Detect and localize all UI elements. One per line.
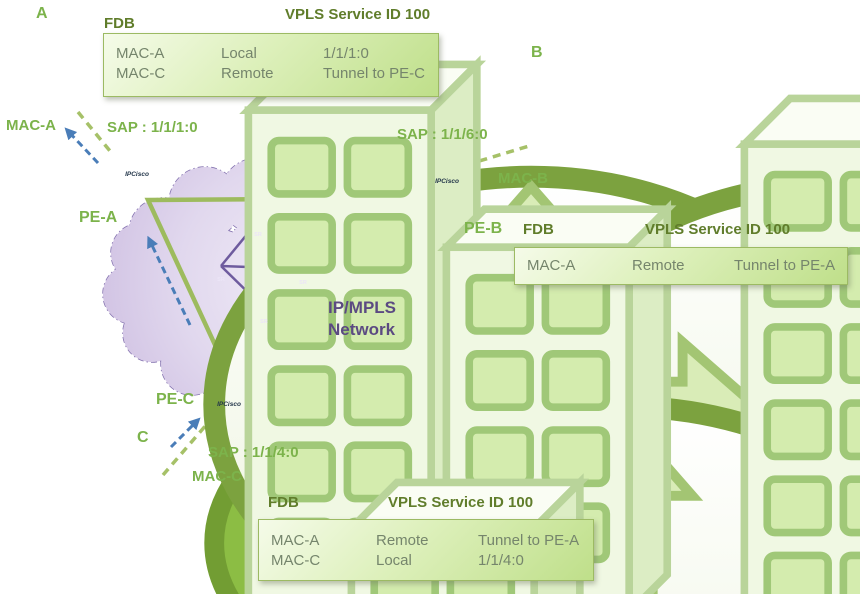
site-b-label: B (531, 44, 543, 61)
fdb-dest: 1/1/1:0 (323, 45, 369, 62)
fdb-b-title: VPLS Service ID 100 (645, 221, 791, 238)
pe-a-label: PE-A (79, 209, 118, 226)
core-router-top-label: SR (254, 232, 262, 238)
core-router-right-label: SR (299, 280, 307, 286)
fdb-type: Local (221, 45, 257, 62)
fdb-a-label: FDB (104, 15, 135, 32)
fdb-mac: MAC-C (116, 65, 166, 82)
pe-b-brand-label: IPCisco (435, 178, 459, 185)
sap-c-label: SAP : 1/1/4:0 (208, 444, 299, 461)
fdb-c-label: FDB (268, 494, 299, 511)
fdb-a-title: VPLS Service ID 100 (285, 6, 431, 23)
pe-b-label: PE-B (464, 220, 503, 237)
fdb-dest: 1/1/4:0 (478, 552, 524, 569)
pe-c-label: PE-C (156, 391, 195, 408)
fdb-table-a: MAC-A Local 1/1/1:0 MAC-C Remote Tunnel … (103, 33, 439, 97)
fdb-dest: Tunnel to PE-A (734, 257, 836, 274)
mac-a-label: MAC-A (6, 117, 56, 134)
fdb-mac: MAC-A (116, 45, 165, 62)
fdb-a-row-2: MAC-C Remote Tunnel to PE-C (104, 64, 438, 84)
fdb-c-row-1: MAC-A Remote Tunnel to PE-A (259, 531, 593, 551)
traffic-arrow-to-pe-c (169, 417, 201, 449)
fdb-mac: MAC-C (271, 552, 321, 569)
sap-b-label: SAP : 1/1/6:0 (397, 126, 488, 143)
cloud-label-line1: IP/MPLS (328, 298, 397, 317)
sap-links (76, 110, 530, 477)
building-b-icon (743, 97, 860, 594)
fdb-table-c: MAC-A Remote Tunnel to PE-A MAC-C Local … (258, 519, 594, 581)
sap-link-b (465, 144, 530, 167)
pe-c-brand-label: IPCisco (217, 401, 241, 408)
traffic-arrow-to-mac-a (64, 127, 100, 165)
sap-a-label: SAP : 1/1/1:0 (107, 119, 198, 136)
traffic-arrows (64, 127, 201, 449)
core-router-bottom-label: SR (260, 319, 268, 325)
cloud-label: IP/MPLS Network (328, 297, 396, 341)
fdb-dest: Tunnel to PE-A (478, 532, 580, 549)
sap-link-c (161, 422, 209, 477)
fdb-dest: Tunnel to PE-C (323, 65, 425, 82)
fdb-table-b: MAC-A Remote Tunnel to PE-A (514, 247, 848, 285)
core-router-left-label: SR (217, 277, 225, 283)
pe-a-brand-label: IPCisco (125, 171, 149, 178)
fdb-mac: MAC-A (527, 257, 576, 274)
traffic-arrow-tunnel (147, 235, 192, 326)
fdb-type: Local (376, 552, 412, 569)
cloud-label-line2: Network (328, 320, 396, 339)
sap-link-a (76, 110, 112, 153)
site-a-label: A (36, 5, 48, 22)
fdb-type: Remote (221, 65, 274, 82)
mac-c-label: MAC-C (192, 468, 242, 485)
fdb-mac: MAC-A (271, 532, 320, 549)
fdb-type: Remote (632, 257, 685, 274)
mac-b-label: MAC-B (498, 170, 548, 187)
fdb-c-row-2: MAC-C Local 1/1/4:0 (259, 551, 593, 571)
fdb-type: Remote (376, 532, 429, 549)
fdb-b-row-1: MAC-A Remote Tunnel to PE-A (515, 256, 847, 276)
fdb-c-title: VPLS Service ID 100 (388, 494, 534, 511)
site-c-label: C (137, 429, 149, 446)
fdb-b-label: FDB (523, 221, 554, 238)
fdb-a-row-1: MAC-A Local 1/1/1:0 (104, 44, 438, 64)
